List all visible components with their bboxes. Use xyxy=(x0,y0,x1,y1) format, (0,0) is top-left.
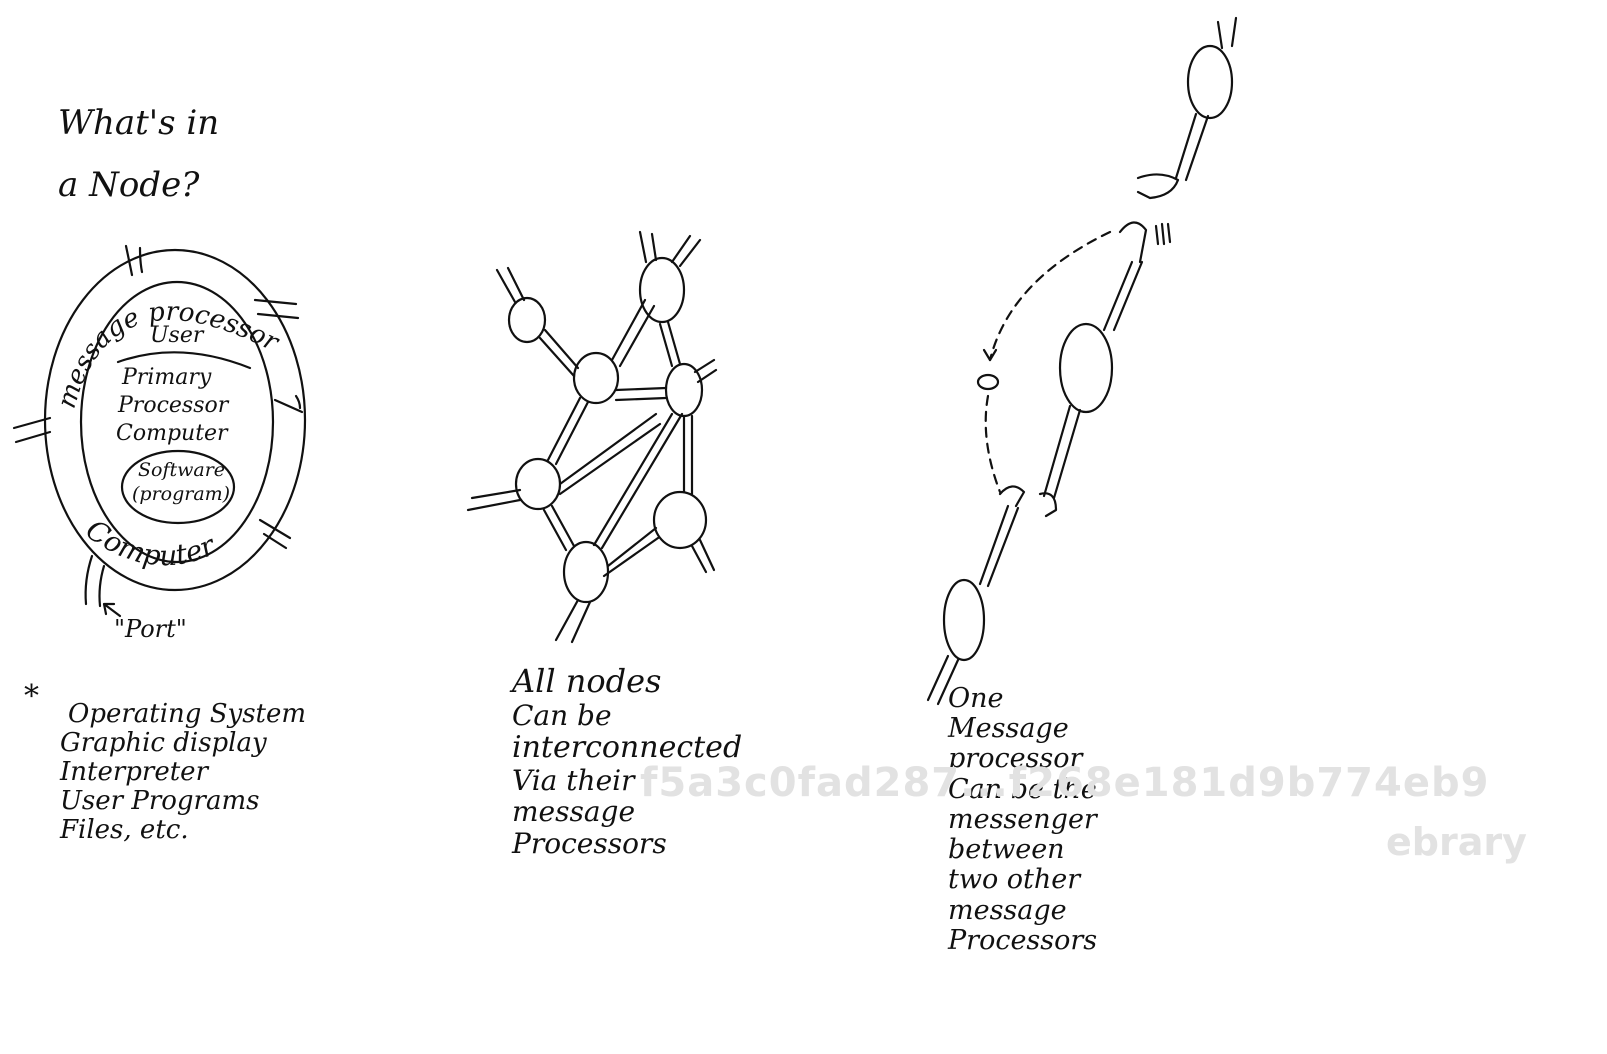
list-item: Operating System xyxy=(68,700,306,729)
label-computer-inner: Computer xyxy=(116,422,228,447)
caption-line: Can be xyxy=(512,700,742,731)
list-item: Interpreter xyxy=(60,758,306,787)
label-processor: Processor xyxy=(118,394,228,419)
caption-line: One xyxy=(948,684,1097,714)
caption-line: between xyxy=(948,835,1097,865)
messenger-caption: One Message processor Can be the messeng… xyxy=(948,684,1097,956)
watermark-brand: ebrary xyxy=(1386,820,1527,864)
asterisk-mark: * xyxy=(24,680,39,714)
caption-line: messenger xyxy=(948,805,1097,835)
label-user: User xyxy=(150,324,203,349)
list-item: Graphic display xyxy=(60,729,306,758)
label-software: Software xyxy=(138,460,225,481)
watermark-hash: f5a3c0fad287...f268e181d9b774eb9 xyxy=(640,760,1489,806)
caption-line: message xyxy=(948,896,1097,926)
caption-line: Processors xyxy=(512,828,742,859)
caption-line: All nodes xyxy=(512,664,742,700)
caption-line: Message xyxy=(948,714,1097,744)
label-program: (program) xyxy=(132,484,230,505)
label-primary: Primary xyxy=(122,366,211,391)
port-label: "Port" xyxy=(114,616,187,643)
ring-label-computer: Computer xyxy=(80,513,221,573)
node-contents-list: Operating System Graphic display Interpr… xyxy=(60,700,306,846)
list-item: User Programs xyxy=(60,787,306,816)
list-item: Files, etc. xyxy=(60,816,306,845)
caption-line: two other xyxy=(948,865,1097,895)
caption-line: Processors xyxy=(948,926,1097,956)
